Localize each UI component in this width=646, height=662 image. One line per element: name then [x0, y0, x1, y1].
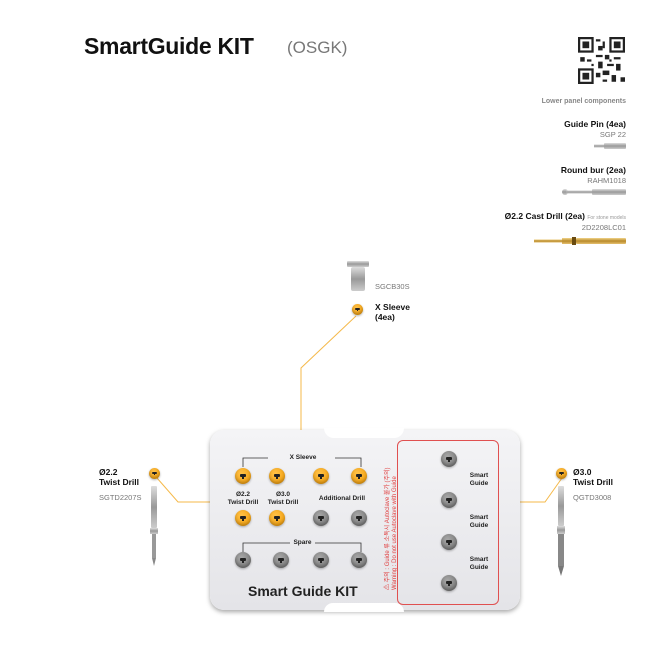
x-sleeve-slot-3[interactable]: [313, 468, 329, 484]
smart-guide-section: [397, 440, 499, 605]
smart-guide-label-2: Smart Guide: [464, 514, 494, 530]
cast-drill-title: Ø2.2 Cast Drill (2ea): [504, 211, 585, 221]
right-drill-image: [557, 486, 565, 576]
twist-drill-22-slot[interactable]: [235, 510, 251, 526]
right-drill-label: Ø3.0 Twist Drill: [573, 467, 613, 487]
smart-guide-label-1-l1: Smart: [469, 472, 489, 479]
right-drill-ref: QGTD3008: [573, 493, 612, 502]
kit-spare-label: Spare: [293, 539, 312, 546]
additional-drill-slot-1[interactable]: [313, 510, 329, 526]
x-sleeve-label: X Sleeve (4ea): [375, 302, 410, 322]
right-drill-type: Twist Drill: [573, 477, 613, 487]
lower-panel-heading: Lower panel components: [541, 98, 626, 105]
x-sleeve-label-name: X Sleeve: [375, 302, 410, 312]
kit-tray-top-notch: [324, 428, 404, 438]
right-drill-size: Ø3.0: [573, 467, 592, 477]
x-sleeve-marker-icon: [352, 304, 363, 315]
smart-guide-label-3-l1: Smart: [469, 556, 489, 563]
kit-twist30-type: Twist Drill: [267, 499, 299, 506]
page-title: SmartGuide KIT: [84, 33, 254, 59]
smart-guide-slot-2[interactable]: [441, 492, 457, 508]
additional-drill-slot-2[interactable]: [351, 510, 367, 526]
cast-drill-note: For stone models: [587, 215, 626, 221]
kit-title: Smart Guide KIT: [248, 583, 358, 599]
x-sleeve-slot-1[interactable]: [235, 468, 251, 484]
right-drill-marker-icon: [556, 468, 567, 479]
kit-twist30-size: Ø3.0: [275, 491, 291, 498]
kit-tray-bottom-notch: [324, 603, 404, 612]
smart-guide-slot-1[interactable]: [441, 451, 457, 467]
left-drill-image: [150, 486, 158, 566]
smart-guide-label-1-l2: Guide: [469, 480, 489, 487]
cast-drill-image: [534, 237, 626, 245]
left-drill-type: Twist Drill: [99, 477, 139, 487]
round-bur-name: Round bur (2ea): [560, 165, 626, 175]
spare-slot-3[interactable]: [313, 552, 329, 568]
kit-twist22-type: Twist Drill: [227, 499, 259, 506]
cast-drill-name: Ø2.2 Cast Drill (2ea) For stone models: [505, 211, 626, 221]
guide-pin-image: [594, 143, 626, 149]
x-sleeve-label-qty: (4ea): [375, 312, 395, 322]
product-code: (OSGK): [287, 38, 348, 57]
kit-x-sleeve-label: X Sleeve: [289, 454, 317, 461]
guide-pin-name: Guide Pin (4ea): [564, 119, 626, 129]
qr-code-icon[interactable]: [578, 37, 625, 84]
spare-slot-2[interactable]: [273, 552, 289, 568]
left-drill-ref: SGTD2207S: [99, 493, 142, 502]
round-bur-image: [562, 189, 626, 195]
kit-twist22-label: Ø2.2 Twist Drill: [225, 491, 261, 507]
twist-drill-30-slot[interactable]: [269, 510, 285, 526]
x-sleeve-slot-2[interactable]: [269, 468, 285, 484]
smart-guide-label-1: Smart Guide: [464, 472, 494, 488]
smart-guide-label-2-l1: Smart: [469, 514, 489, 521]
x-sleeve-ref: SGCB30S: [375, 282, 410, 291]
smart-guide-slot-4[interactable]: [441, 575, 457, 591]
smart-guide-label-3-l2: Guide: [469, 564, 489, 571]
kit-twist22-size: Ø2.2: [235, 491, 251, 498]
cast-drill-ref: 2D2208LC01: [581, 223, 626, 232]
kit-additional-drill-label: Additional Drill: [318, 495, 366, 502]
warning-korean: ⚠ 주의 : Guide 류 소독시 Autoclave 불가 (주의): [385, 467, 391, 590]
spare-slot-1[interactable]: [235, 552, 251, 568]
guide-pin-ref: SGP 22: [599, 130, 626, 139]
smart-guide-slot-3[interactable]: [441, 534, 457, 550]
spare-slot-4[interactable]: [351, 552, 367, 568]
left-drill-size: Ø2.2: [99, 467, 118, 477]
smart-guide-label-2-l2: Guide: [469, 522, 489, 529]
left-drill-marker-icon: [149, 468, 160, 479]
round-bur-ref: RAHM1018: [587, 176, 626, 185]
x-sleeve-image: [347, 261, 369, 291]
x-sleeve-slot-4[interactable]: [351, 468, 367, 484]
kit-twist30-label: Ø3.0 Twist Drill: [265, 491, 301, 507]
smart-guide-label-3: Smart Guide: [464, 556, 494, 572]
left-drill-label: Ø2.2 Twist Drill: [99, 467, 139, 487]
